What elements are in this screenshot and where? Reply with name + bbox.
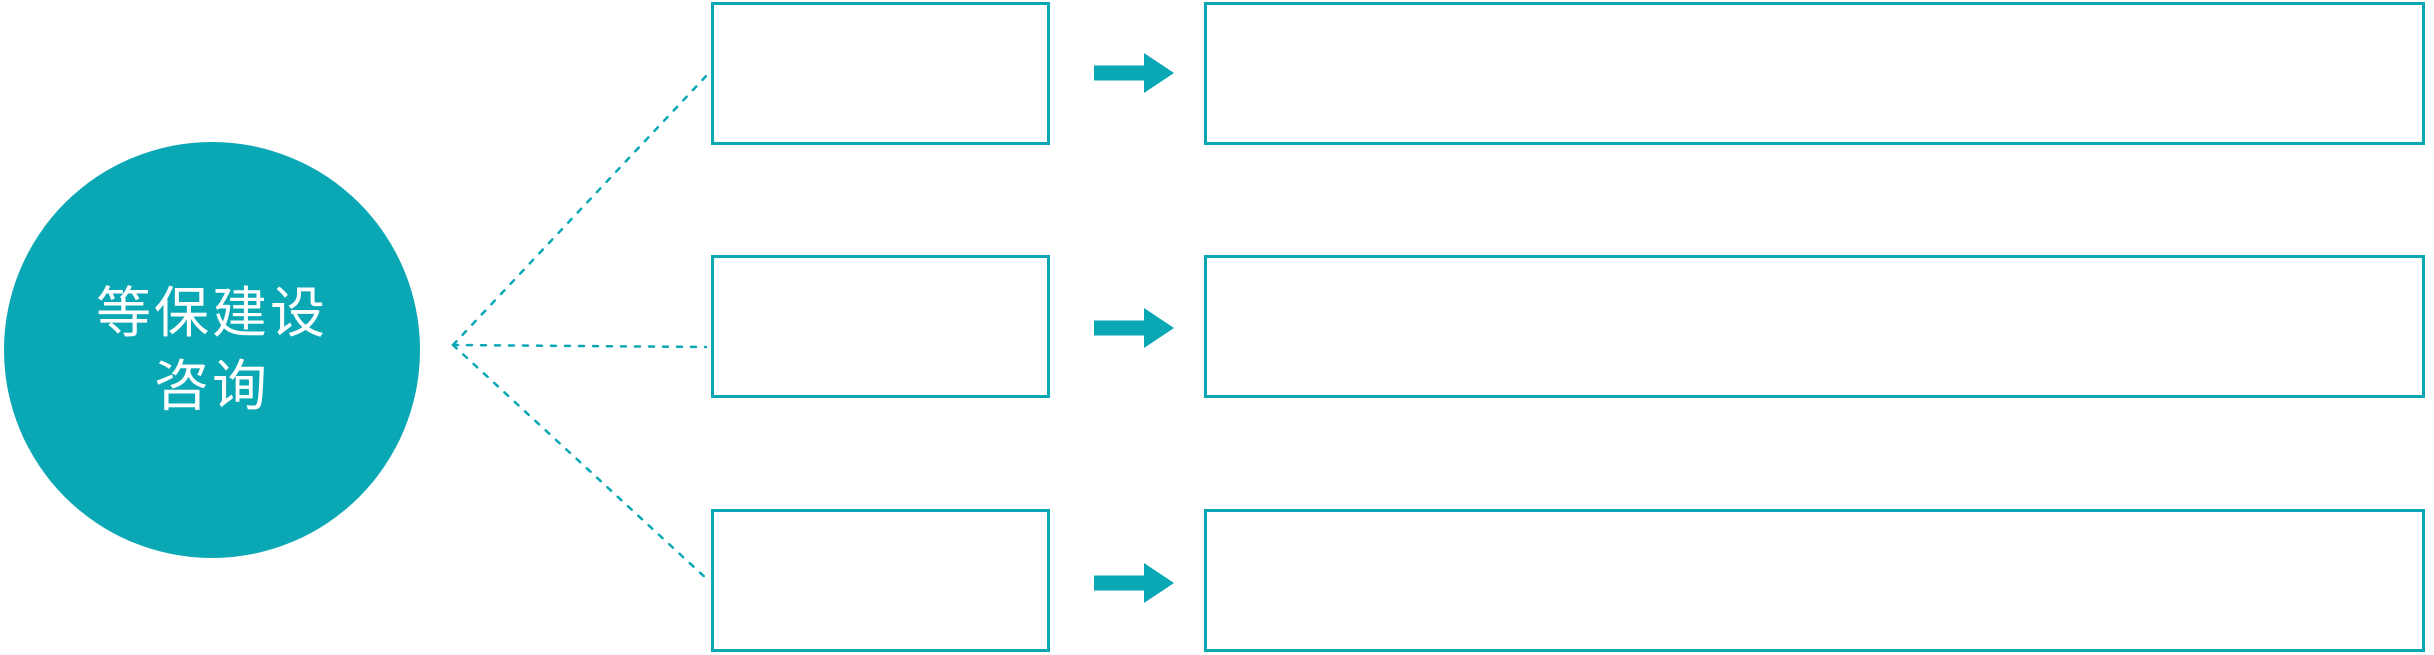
arrow-right-icon bbox=[1094, 563, 1174, 603]
detail-box-1 bbox=[1204, 2, 2425, 145]
topic-circle-label-line2: 咨询 bbox=[153, 355, 270, 417]
arrow-right-icon bbox=[1094, 308, 1174, 348]
arrow-right-icon bbox=[1094, 53, 1174, 93]
dotted-connector-top bbox=[451, 72, 710, 347]
dotted-connector-bottom bbox=[451, 343, 710, 582]
topic-circle: 等保建设 咨询 bbox=[4, 142, 420, 558]
step-box-3 bbox=[711, 509, 1050, 652]
topic-circle-label-line1: 等保建设 bbox=[95, 282, 328, 345]
step-box-1 bbox=[711, 2, 1050, 145]
dotted-connector-middle bbox=[451, 343, 708, 349]
detail-box-3 bbox=[1204, 509, 2425, 652]
detail-box-2 bbox=[1204, 255, 2425, 398]
step-box-2 bbox=[711, 255, 1050, 398]
